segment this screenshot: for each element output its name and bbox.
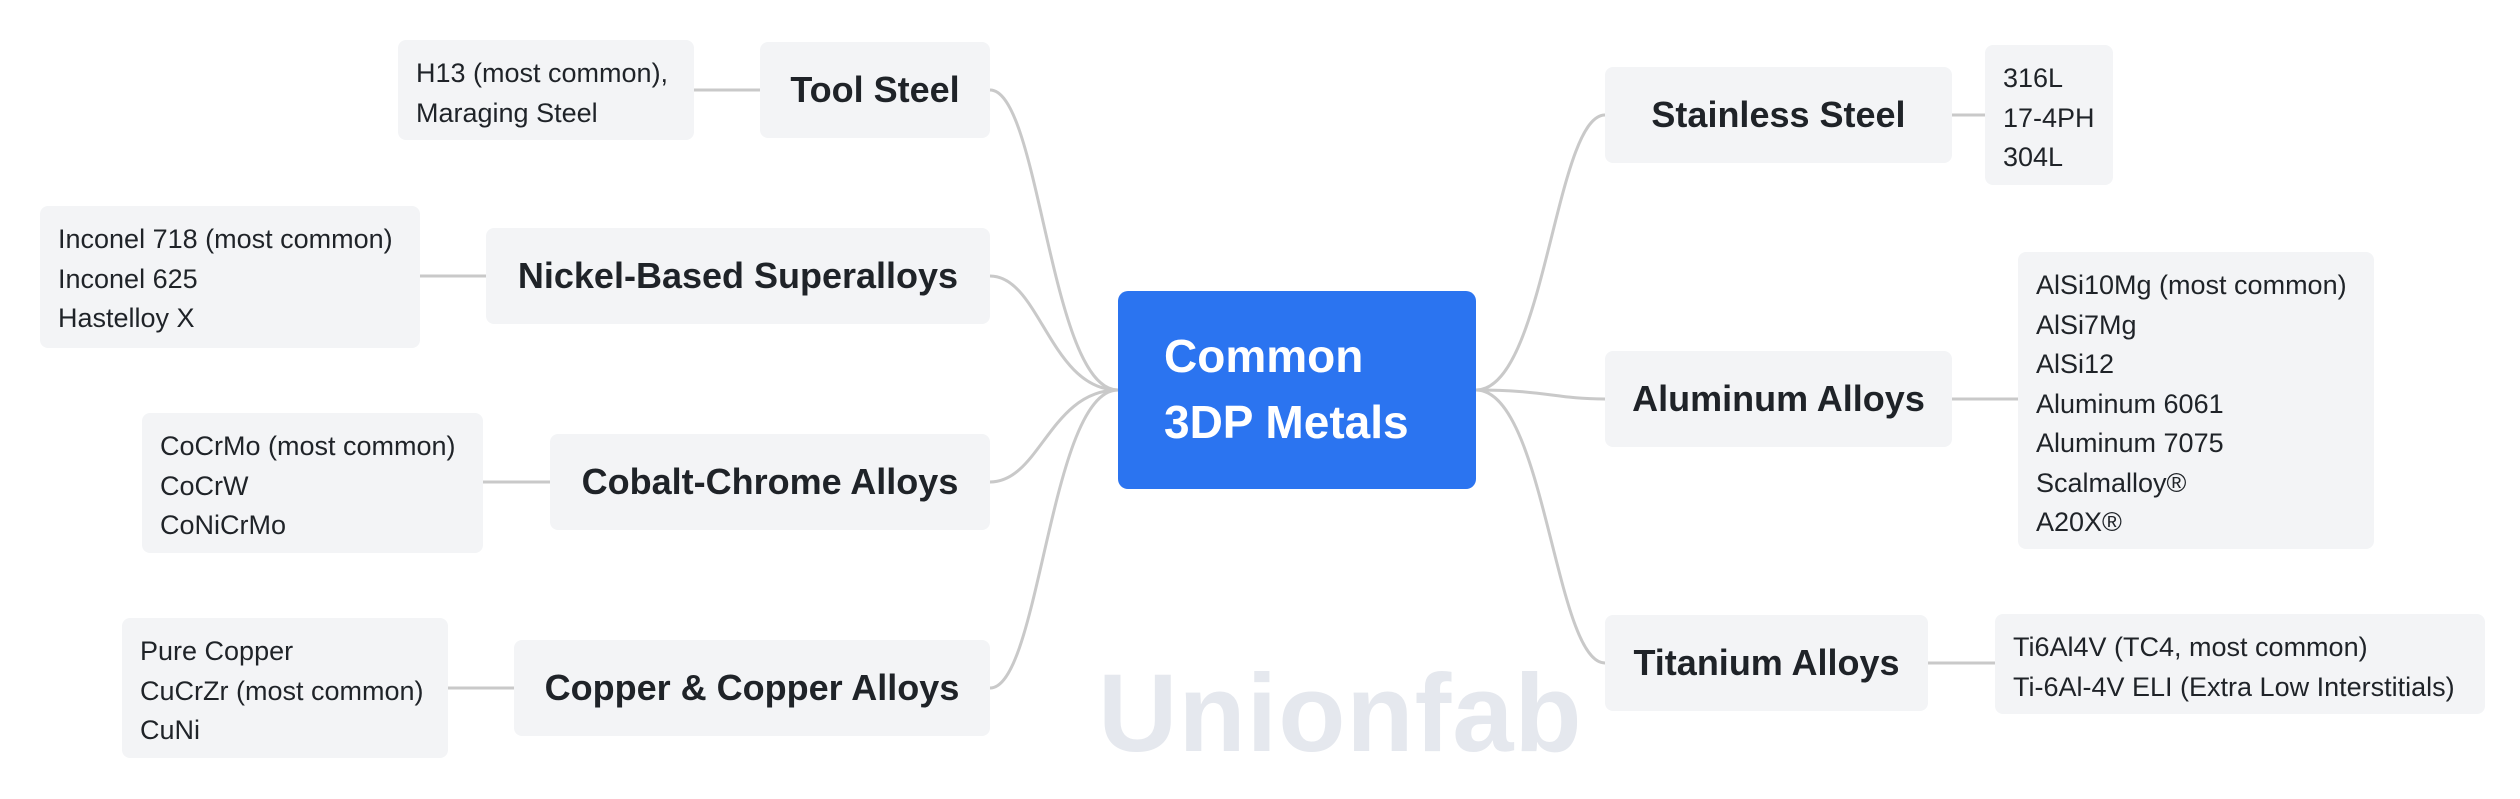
leaf-item: 304L: [2003, 142, 2064, 172]
branch-copper-alloys[interactable]: Copper & Copper Alloys: [514, 640, 990, 736]
branch-cobalt-chrome[interactable]: Cobalt-Chrome Alloys: [550, 434, 990, 530]
leaf-item: Pure Copper: [140, 636, 294, 666]
branch-label: Cobalt-Chrome Alloys: [581, 461, 959, 502]
leaf-item: AlSi12: [2036, 349, 2115, 379]
leaf-item: CoCrMo (most common): [160, 431, 456, 461]
leaf-item: Aluminum 6061: [2036, 388, 2224, 419]
leaf-item: AlSi7Mg: [2036, 309, 2137, 340]
leaf-item: H13 (most common),: [416, 58, 669, 88]
leaf-item: CoCrW: [160, 470, 249, 501]
leaf-item: CuNi: [140, 715, 201, 745]
branch-aluminum-alloys[interactable]: Aluminum Alloys: [1605, 351, 1952, 447]
leaf-copper-alloys[interactable]: Pure Copper CuCrZr (most common) CuNi: [122, 618, 448, 758]
leaf-cobalt-chrome[interactable]: CoCrMo (most common) CoCrW CoNiCrMo: [142, 413, 483, 553]
branch-tool-steel[interactable]: Tool Steel: [760, 42, 990, 138]
center-title-line-2: 3DP Metals: [1164, 396, 1409, 448]
leaf-item: AlSi10Mg (most common): [2036, 270, 2347, 300]
leaf-item: A20X®: [2036, 507, 2122, 537]
leaf-item: Ti6Al4V (TC4, most common): [2013, 632, 2368, 662]
leaf-item: Inconel 625: [58, 263, 198, 294]
connector-nickel: [989, 274, 1119, 392]
center-title-line-1: Common: [1164, 330, 1364, 382]
branch-stainless-steel[interactable]: Stainless Steel: [1605, 67, 1952, 163]
branch-label: Aluminum Alloys: [1632, 378, 1925, 419]
branch-label: Titanium Alloys: [1633, 642, 1900, 683]
leaf-stainless-steel[interactable]: 316L 17-4PH 304L: [1985, 45, 2113, 185]
branch-label: Stainless Steel: [1651, 94, 1906, 135]
leaf-item: Aluminum 7075: [2036, 428, 2224, 458]
leaf-titanium-alloys[interactable]: Ti6Al4V (TC4, most common) Ti-6Al-4V ELI…: [1995, 614, 2485, 714]
leaf-item: 316L: [2003, 63, 2064, 93]
leaf-item: Ti-6Al-4V ELI (Extra Low Interstitials): [2013, 671, 2455, 702]
connector-cobalt: [989, 388, 1119, 484]
leaf-item: Scalmalloy®: [2036, 467, 2187, 498]
connector-aluminum: [1475, 388, 1606, 401]
unionfab-watermark: Unionfab: [1098, 652, 1583, 775]
connector-tool-steel: [989, 88, 1119, 392]
leaf-tool-steel[interactable]: H13 (most common), Maraging Steel: [398, 40, 694, 140]
leaf-nickel-superalloys[interactable]: Inconel 718 (most common) Inconel 625 Ha…: [40, 206, 420, 348]
leaf-item: Maraging Steel: [416, 97, 598, 128]
leaf-item: Inconel 718 (most common): [58, 224, 393, 254]
connector-copper: [989, 388, 1119, 690]
branch-nickel-superalloys[interactable]: Nickel-Based Superalloys: [486, 228, 990, 324]
branch-label: Tool Steel: [790, 69, 960, 110]
leaf-item: Hastelloy X: [58, 303, 195, 333]
connector-titanium: [1475, 388, 1606, 665]
connector-stainless: [1475, 113, 1606, 392]
branch-label: Nickel-Based Superalloys: [517, 255, 959, 296]
leaf-aluminum-alloys[interactable]: AlSi10Mg (most common) AlSi7Mg AlSi12 Al…: [2018, 252, 2374, 549]
leaf-item: CoNiCrMo: [160, 510, 287, 540]
leaf-item: 17-4PH: [2003, 102, 2095, 133]
branch-titanium-alloys[interactable]: Titanium Alloys: [1605, 615, 1928, 711]
leaf-item: CuCrZr (most common): [140, 675, 424, 706]
center-node[interactable]: Common 3DP Metals: [1118, 291, 1476, 489]
branch-label: Copper & Copper Alloys: [544, 667, 960, 708]
